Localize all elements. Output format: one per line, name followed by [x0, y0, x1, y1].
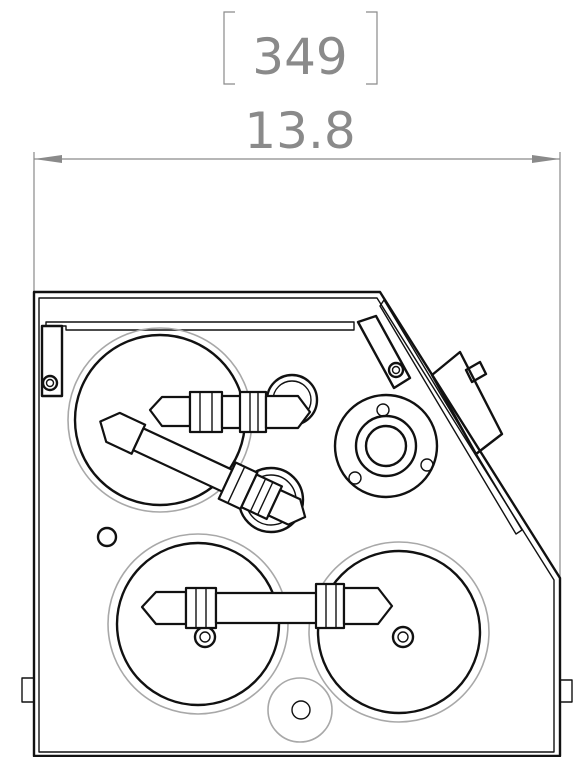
flange-bore: [364, 424, 408, 468]
right-hinge-screw-inner: [391, 365, 401, 375]
small-hole: [96, 526, 118, 548]
lower-connector: [140, 582, 394, 630]
dimension-bracket-right: [366, 11, 378, 85]
lower-left-reel-hub-inner: [199, 631, 211, 643]
right-hinge-screw: [387, 361, 405, 379]
lower-right-reel-ghost: [308, 541, 490, 723]
top-rail: [45, 321, 355, 331]
flange-bolt-top: [376, 403, 390, 417]
flange-outer: [333, 393, 439, 499]
side-mount-knob: [464, 360, 488, 384]
bottom-small-reel-hub: [291, 700, 311, 720]
lower-connector-nut-right: [314, 582, 346, 630]
flange-bolt-right: [420, 458, 434, 472]
lower-right-reel-hub-inner: [397, 631, 409, 643]
lower-connector-cable: [214, 591, 320, 625]
left-hinge-screw-inner: [45, 378, 55, 388]
lower-connector-nut-left: [184, 586, 218, 630]
upper-connector-tip-left: [148, 395, 192, 428]
width-dimension: 349 13.8: [33, 11, 561, 580]
left-hinge-bracket: [40, 324, 64, 398]
bottom-small-reel: [267, 677, 333, 743]
bottom-small-reel-ghost: [267, 677, 333, 743]
lower-left-reel-hub: [193, 625, 217, 649]
right-hinge-bracket: [356, 314, 412, 390]
flange-bolt-left: [348, 471, 362, 485]
left-edge-tab: [21, 677, 35, 703]
lower-right-reel: [308, 541, 490, 723]
dimension-imperial-value: 13.8: [244, 102, 355, 160]
dimension-metric-value: 349: [252, 28, 347, 86]
diagonal-connector: [99, 411, 307, 526]
lower-right-reel-hub: [391, 625, 415, 649]
dimension-arrow-left: [34, 155, 62, 163]
diagonal-connector-tip-right: [267, 488, 307, 526]
dimension-arrow-right: [532, 155, 560, 163]
lower-connector-tip-left: [140, 590, 188, 626]
flange-mount: [333, 393, 439, 499]
lower-connector-tip-right: [342, 586, 394, 626]
housing-inner-edge: [38, 297, 555, 753]
diagonal-connector-cable: [132, 427, 234, 493]
upper-connector-tip-right: [264, 394, 312, 430]
right-edge-tab: [559, 679, 573, 703]
left-hinge-screw: [41, 374, 59, 392]
housing: [21, 290, 573, 757]
upper-connector-nut-left: [188, 390, 224, 434]
flange-ring: [354, 414, 418, 478]
upper-connector: [148, 390, 312, 434]
lower-right-reel-disc: [316, 549, 482, 715]
side-mount-box: [430, 350, 504, 456]
dimension-bracket-left: [223, 11, 235, 85]
upper-connector-nut-right: [238, 390, 268, 434]
